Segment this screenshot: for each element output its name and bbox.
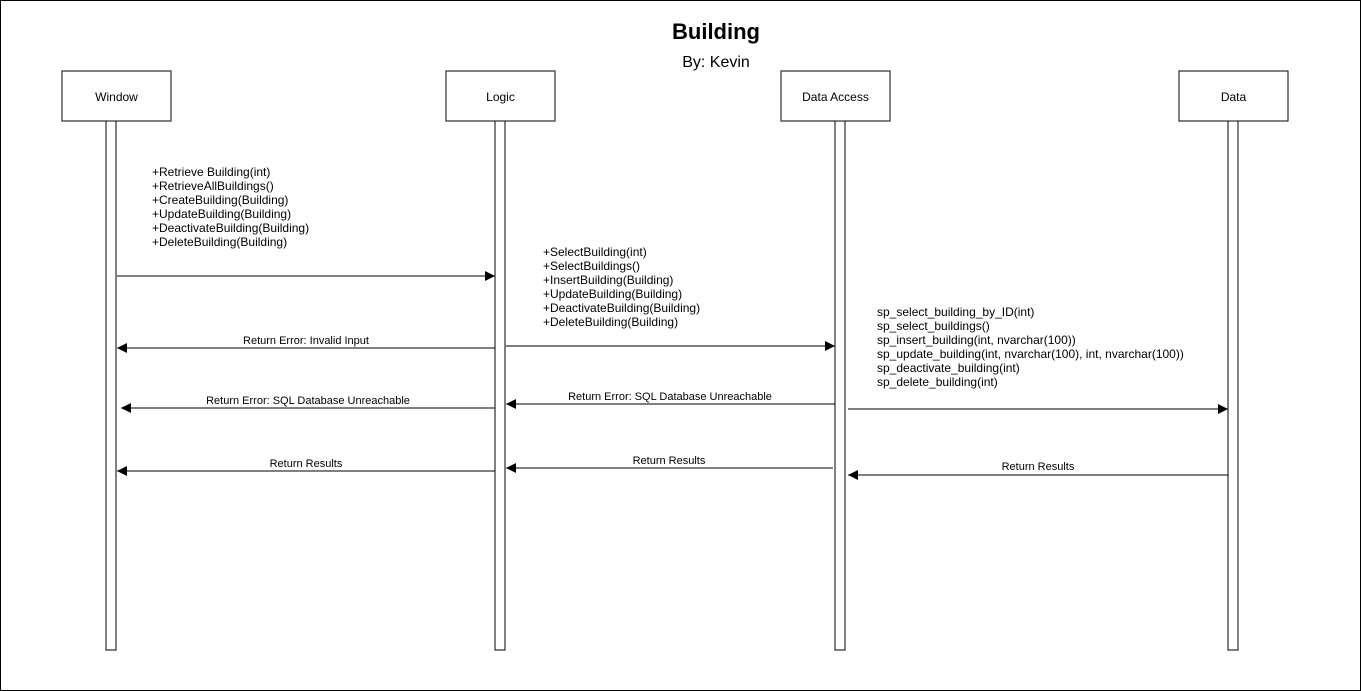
window-method-line: +DeactivateBuilding(Building) (152, 221, 309, 235)
data-access-method-line: sp_deactivate_building(int) (877, 361, 1020, 375)
lifeline-data-access (834, 120, 846, 651)
return-invalid-input-label: Return Error: Invalid Input (243, 335, 369, 347)
window-method-line: +UpdateBuilding(Building) (152, 207, 291, 221)
actor-window: Window (61, 70, 172, 122)
data-access-method-line: sp_select_building_by_ID(int) (877, 305, 1034, 319)
logic-method-line: +SelectBuildings() (543, 259, 640, 273)
lifeline-data (1227, 120, 1239, 651)
logic-method-line: +SelectBuilding(int) (543, 245, 647, 259)
logic-method-line: +InsertBuilding(Building) (543, 273, 673, 287)
return-results-logic-label: Return Results (270, 458, 343, 470)
data-access-method-line: sp_insert_building(int, nvarchar(100)) (877, 333, 1076, 347)
actor-data-access: Data Access (780, 70, 891, 122)
logic-method-line: +DeleteBuilding(Building) (543, 315, 678, 329)
window-methods-note: +Retrieve Building(int) +RetrieveAllBuil… (152, 165, 312, 249)
diagram-subtitle: By: Kevin (682, 54, 750, 71)
return-sql-unreachable-logic-label: Return Error: SQL Database Unreachable (206, 395, 410, 407)
data-access-method-line: sp_select_buildings() (877, 319, 990, 333)
logic-method-line: +UpdateBuilding(Building) (543, 287, 682, 301)
logic-methods-note: +SelectBuilding(int) +SelectBuildings() … (543, 245, 703, 329)
return-sql-unreachable-data-access-label: Return Error: SQL Database Unreachable (568, 391, 772, 403)
data-access-method-line: sp_delete_building(int) (877, 375, 998, 389)
data-access-method-line: sp_update_building(int, nvarchar(100), i… (877, 347, 1184, 361)
lifeline-window (105, 120, 117, 651)
return-results-data-access-label: Return Results (633, 455, 706, 467)
lifeline-logic (494, 120, 506, 651)
window-method-line: +DeleteBuilding(Building) (152, 235, 287, 249)
actor-data-label: Data (1221, 90, 1247, 104)
actor-data: Data (1178, 70, 1289, 122)
window-method-line: +Retrieve Building(int) (152, 165, 270, 179)
data-access-methods-note: sp_select_building_by_ID(int) sp_select_… (877, 305, 1187, 389)
actor-logic-label: Logic (486, 90, 515, 104)
return-results-data-label: Return Results (1002, 461, 1075, 473)
diagram-title: Building (672, 19, 760, 44)
logic-method-line: +DeactivateBuilding(Building) (543, 301, 700, 315)
window-method-line: +RetrieveAllBuildings() (152, 179, 274, 193)
actor-data-access-label: Data Access (802, 90, 869, 104)
actor-logic: Logic (445, 70, 556, 122)
actor-window-label: Window (95, 90, 138, 104)
window-method-line: +CreateBuilding(Building) (152, 193, 288, 207)
